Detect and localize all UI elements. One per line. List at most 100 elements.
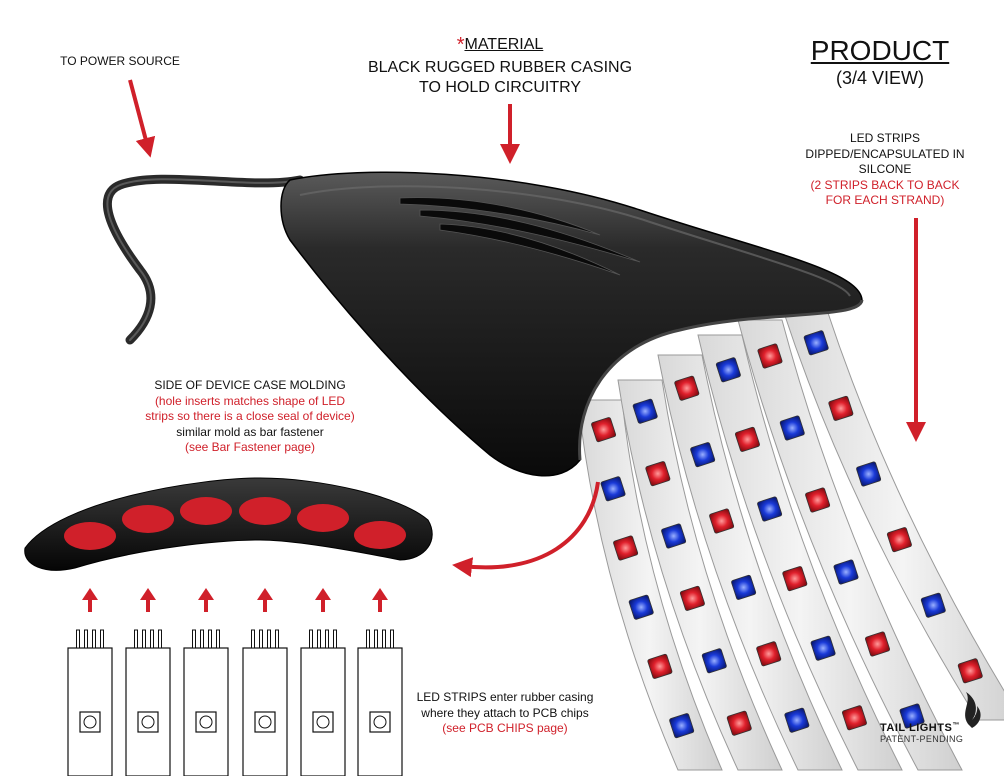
led-chip-blue	[757, 496, 783, 522]
material-asterisk: *	[456, 34, 465, 56]
side-line-1: SIDE OF DEVICE CASE MOLDING	[154, 378, 346, 392]
brand-logo: TAIL LIGHTS™ PATENT-PENDING	[880, 722, 990, 744]
label-power-source: TO POWER SOURCE	[30, 54, 210, 68]
led-chip-red	[841, 705, 867, 731]
led-chip-blue	[833, 559, 859, 585]
insert-arrows	[82, 588, 388, 612]
pcb-pin	[158, 629, 162, 649]
pcb-pin	[317, 629, 321, 649]
side-case-molding	[24, 477, 433, 571]
label-side-molding: SIDE OF DEVICE CASE MOLDING (hole insert…	[110, 378, 390, 456]
led-chip-red	[726, 710, 752, 736]
led-chip-red	[828, 395, 854, 421]
led-chip-blue	[632, 398, 658, 424]
pcb-strip	[242, 647, 288, 777]
strips-line-2: DIPPED/ENCAPSULATED IN	[805, 146, 965, 161]
arrow-to-power-source	[128, 79, 156, 158]
led-chip-blue	[661, 523, 687, 549]
led-chip-blue	[920, 592, 946, 618]
pcb-chip-led	[83, 715, 97, 729]
led-chip-blue	[810, 635, 836, 661]
pcb-pin	[92, 629, 96, 649]
pcb-pin	[325, 629, 329, 649]
pcb-pin	[134, 629, 138, 649]
led-chip-red	[756, 641, 782, 667]
enter-note: (see PCB CHIPS page)	[442, 721, 568, 736]
led-chip-blue	[899, 703, 925, 729]
pcb-strip-ends	[67, 629, 403, 777]
rubber-casing	[280, 171, 864, 477]
brand-subtitle: PATENT-PENDING	[880, 734, 964, 744]
pcb-pin	[200, 629, 204, 649]
strips-note-1: (2 STRIPS BACK TO BACK	[810, 177, 960, 192]
led-chip-blue	[715, 357, 741, 383]
up-arrow-head	[198, 588, 214, 600]
led-chip-red	[647, 653, 673, 679]
pcb-chip	[369, 711, 391, 733]
up-arrow-head	[315, 588, 331, 600]
side-note-1: (hole inserts matches shape of LED	[154, 393, 346, 408]
led-chip-red	[613, 535, 639, 561]
strips-note-2: FOR EACH STRAND)	[825, 193, 945, 208]
mold-hole	[64, 522, 116, 550]
led-chip-blue	[628, 594, 654, 620]
led-chip-red	[645, 461, 671, 487]
pcb-chip-led	[258, 715, 272, 729]
led-chip-red	[679, 585, 705, 611]
led-chip-red	[591, 417, 617, 443]
pcb-chip-led	[373, 715, 387, 729]
side-note-2: strips so there is a close seal of devic…	[145, 409, 355, 424]
flame-icon	[965, 692, 981, 728]
strips-line-1: LED STRIPS	[849, 131, 921, 145]
label-material: *MATERIAL BLACK RUGGED RUBBER CASING TO …	[330, 33, 670, 98]
up-arrow-head	[82, 588, 98, 600]
material-line-2: TO HOLD CIRCUITRY	[418, 79, 582, 96]
label-strips-enter: LED STRIPS enter rubber casing where the…	[405, 690, 605, 737]
material-heading: MATERIAL	[464, 36, 544, 53]
pcb-pin	[84, 629, 88, 649]
arrow-to-side-molding	[452, 481, 600, 578]
up-arrow-head	[140, 588, 156, 600]
mold-hole	[122, 505, 174, 533]
pcb-chip	[195, 711, 217, 733]
power-cord	[102, 174, 305, 345]
pcb-pin	[150, 629, 154, 649]
led-chip-blue	[731, 574, 757, 600]
led-chip-red	[886, 527, 912, 553]
led-chip-red	[674, 375, 700, 401]
label-product: PRODUCT (3/4 VIEW)	[780, 34, 980, 89]
pcb-pin	[192, 629, 196, 649]
enter-line-1: LED STRIPS enter rubber casing	[416, 690, 594, 704]
mold-hole	[239, 497, 291, 525]
pcb-pin	[216, 629, 220, 649]
led-strip-bundle	[577, 309, 1004, 771]
mold-hole	[297, 504, 349, 532]
pcb-pin	[382, 629, 386, 649]
mold-hole	[180, 497, 232, 525]
led-chip-blue	[669, 713, 695, 739]
led-chip-blue	[690, 442, 716, 468]
led-chip-blue	[701, 648, 727, 674]
pcb-pin	[208, 629, 212, 649]
power-source-text: TO POWER SOURCE	[60, 54, 180, 68]
pcb-chip-led	[199, 715, 213, 729]
led-chip-red	[734, 426, 760, 452]
brand-name: TAIL LIGHTS	[880, 722, 953, 734]
pcb-pin	[275, 629, 279, 649]
led-chip-blue	[779, 415, 805, 441]
led-chip-blue	[856, 461, 882, 487]
pcb-chip	[137, 711, 159, 733]
pcb-pin	[267, 629, 271, 649]
led-chip-red	[865, 631, 890, 657]
up-arrow-head	[372, 588, 388, 600]
pcb-chip-led	[141, 715, 155, 729]
pcb-pin	[142, 629, 146, 649]
product-title: PRODUCT	[810, 35, 950, 66]
pcb-pin	[76, 629, 80, 649]
pcb-chip-led	[316, 715, 330, 729]
pcb-pin	[390, 629, 394, 649]
up-arrow-head	[257, 588, 273, 600]
led-chip-red	[709, 508, 735, 534]
